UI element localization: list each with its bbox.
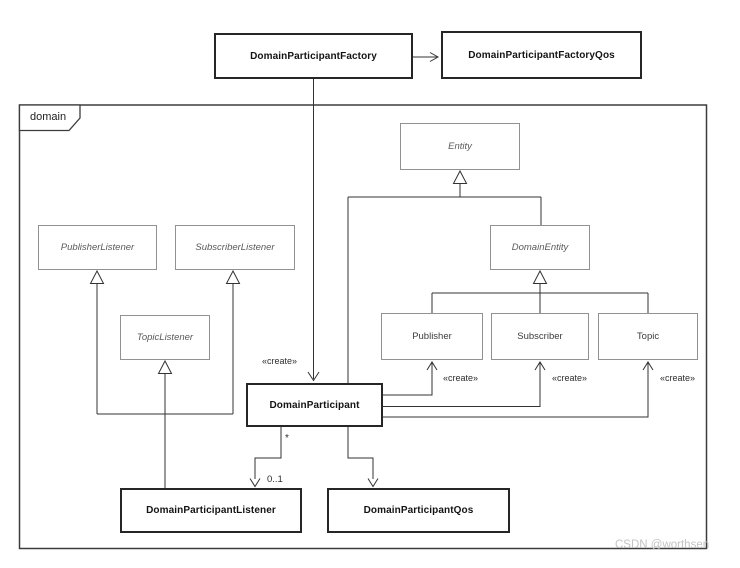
class-domainparticipantfactoryqos: DomainParticipantFactoryQos	[441, 31, 642, 79]
multiplicity-star: *	[285, 433, 289, 444]
generalization-triangle-publisherlistener	[89, 269, 105, 284]
class-name-label: DomainParticipant	[269, 399, 360, 411]
edge-entity-generalization	[347, 183, 542, 383]
class-name-label: DomainParticipantFactoryQos	[468, 49, 615, 61]
generalization-triangle-domainentity	[532, 269, 548, 284]
arrowhead-participant-create	[307, 371, 320, 382]
class-name-label: TopicListener	[136, 332, 194, 343]
arrowhead-qos	[367, 478, 379, 488]
generalization-triangle-subscriberlistener	[225, 269, 241, 284]
class-name-label: DomainParticipantQos	[363, 505, 474, 516]
class-name-label: DomainEntity	[511, 242, 569, 253]
class-name-label: Publisher	[412, 331, 452, 342]
edge-listener-generalizations	[96, 283, 234, 488]
class-name-label: DomainParticipantListener	[146, 505, 276, 516]
class-domainparticipantlistener: DomainParticipantListener	[120, 488, 302, 533]
create-stereotype-subscriber: «create»	[552, 373, 588, 383]
edge-participant-creates-topic	[383, 363, 649, 418]
class-domainentity: DomainEntity	[490, 225, 590, 270]
class-domainparticipantqos: DomainParticipantQos	[327, 488, 510, 533]
create-stereotype-topic: «create»	[660, 373, 696, 383]
class-name-label: DomainParticipantFactory	[250, 50, 377, 62]
class-publisherlistener: PublisherListener	[38, 225, 157, 270]
edge-participant-to-listener	[254, 427, 282, 479]
class-topiclistener: TopicListener	[120, 315, 210, 360]
edge-participant-creates-publisher	[383, 363, 433, 396]
class-domainparticipant: DomainParticipant	[246, 383, 383, 427]
class-publisher: Publisher	[381, 313, 483, 360]
edge-participant-to-qos	[347, 427, 374, 479]
create-stereotype-publisher: «create»	[443, 373, 479, 383]
arrowhead-subscriber-create	[534, 361, 546, 371]
arrowhead-topic-create	[642, 361, 654, 371]
class-subscriberlistener: SubscriberListener	[175, 225, 295, 270]
class-subscriber: Subscriber	[491, 313, 589, 360]
edge-participant-creates-subscriber	[383, 363, 541, 407]
class-name-label: Entity	[448, 141, 472, 152]
package-tab	[18, 104, 81, 132]
create-stereotype-participant: «create»	[262, 356, 298, 366]
class-domainparticipantfactory: DomainParticipantFactory	[214, 33, 413, 79]
class-name-label: Subscriber	[517, 331, 563, 342]
arrowhead-listener	[249, 478, 261, 488]
package-boundary	[18, 104, 708, 550]
class-topic: Topic	[598, 313, 698, 360]
class-name-label: PublisherListener	[60, 242, 135, 253]
generalization-triangle-entity	[452, 169, 468, 184]
generalization-triangle-topiclistener	[157, 359, 173, 374]
class-entity: Entity	[400, 123, 520, 170]
arrowhead-factoryqos	[429, 52, 440, 62]
multiplicity-zero-one: 0..1	[267, 474, 283, 485]
edge-domainentity-generalization	[431, 283, 649, 313]
arrowhead-publisher-create	[426, 361, 438, 371]
class-name-label: Topic	[636, 331, 660, 342]
watermark-text: CSDN @worthsen	[615, 539, 710, 551]
class-name-label: SubscriberListener	[195, 242, 275, 253]
package-label: domain	[30, 111, 67, 123]
